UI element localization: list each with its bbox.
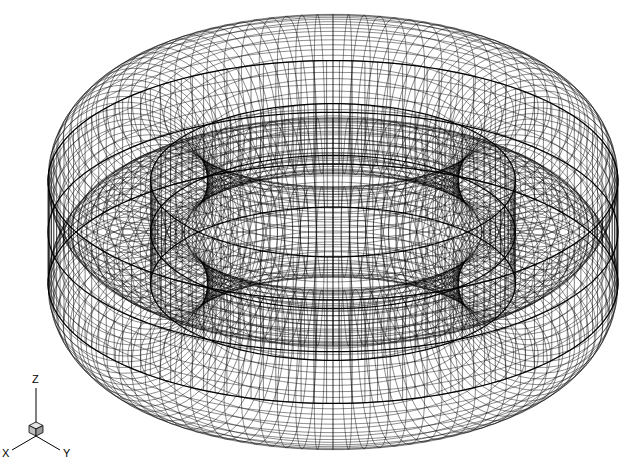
mesh-line (53, 228, 210, 373)
axis-line (12, 436, 36, 450)
mesh-line (349, 119, 370, 278)
mesh-line (373, 286, 424, 444)
mesh-line (458, 206, 617, 351)
mesh-line (48, 61, 618, 300)
axis-label: Y (63, 448, 70, 459)
axis-triad (12, 388, 60, 450)
mesh-line (259, 121, 300, 280)
mesh-line (103, 256, 563, 449)
mesh-line (151, 155, 516, 308)
mesh-line (151, 104, 516, 257)
mesh-line (77, 68, 220, 216)
mesh-line (296, 119, 317, 278)
mesh-line (365, 288, 406, 447)
mesh-line (107, 261, 234, 411)
mesh-line (449, 243, 596, 390)
mesh-line (296, 15, 317, 174)
triad-cube-face (36, 426, 43, 437)
mesh-line (86, 63, 224, 212)
mesh-line (349, 15, 370, 174)
axis-line (36, 436, 60, 450)
mesh-line (241, 123, 292, 281)
mesh-line (457, 200, 615, 345)
mesh-line (458, 217, 617, 362)
mesh-line (96, 257, 229, 407)
mesh-line (77, 248, 220, 396)
mesh-line (457, 97, 615, 242)
mesh-line (445, 68, 588, 216)
triad-cube-face (29, 426, 36, 437)
mesh-line (48, 112, 618, 351)
mesh-line (259, 18, 300, 177)
mesh-line (457, 223, 615, 368)
mesh-line (456, 194, 613, 339)
mesh-line (48, 164, 618, 403)
mesh-line (103, 118, 563, 311)
axis-label: X (2, 448, 9, 459)
mesh-line (432, 53, 559, 203)
mesh-line (349, 290, 370, 449)
mesh-line (50, 223, 208, 368)
mesh-line (86, 253, 224, 402)
mesh-line (49, 217, 208, 362)
mesh-line (442, 63, 580, 212)
mesh-line (432, 261, 559, 411)
mesh-line (437, 257, 570, 407)
mesh-line (151, 207, 516, 360)
mesh-line (224, 22, 285, 180)
mesh-line (432, 156, 559, 306)
mesh-line (445, 248, 588, 396)
mesh-line (296, 290, 317, 449)
mesh-lines (48, 14, 618, 449)
mesh-line (49, 206, 208, 351)
mesh-line (50, 97, 208, 242)
mesh-line (442, 253, 580, 402)
mesh-line (456, 228, 613, 373)
mesh-line (333, 118, 334, 277)
mesh-line (50, 200, 208, 345)
axis-label: Z (32, 374, 39, 385)
mesh-line (53, 194, 210, 339)
mesh-line (365, 184, 406, 343)
mesh-line (333, 290, 334, 449)
